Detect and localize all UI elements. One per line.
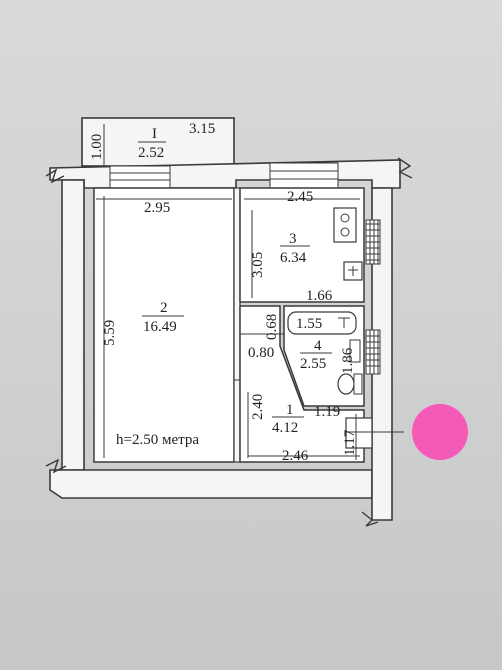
room3-length-label: 3.05 (250, 252, 266, 278)
window-room3 (269, 162, 339, 189)
room4-width-label: 1.66 (306, 288, 333, 304)
balcony-depth: 1.00 (89, 134, 105, 160)
room1-length-label: 1.17 (342, 429, 358, 456)
outer-wall-left (61, 179, 85, 471)
hall-niche (345, 417, 373, 449)
balcony-number: I (152, 126, 157, 142)
break-mark-right-bottom (361, 511, 379, 527)
room2-area: 16.49 (143, 319, 177, 335)
room4-depth-label: 1.86 (340, 347, 356, 374)
balcony-area: 2.52 (138, 145, 164, 161)
room-3 (239, 187, 365, 303)
room4-partition-label: 0.68 (264, 314, 280, 340)
partition-wall (233, 187, 241, 463)
outer-wall-bottom (49, 469, 373, 499)
room2-width-label: 2.95 (144, 200, 170, 216)
room4-area: 2.55 (300, 356, 326, 372)
toilet-icon (337, 373, 363, 395)
pink-dot-marker (412, 404, 468, 460)
vent-shaft-bath (365, 329, 381, 375)
break-mark-left-top (45, 168, 65, 184)
kitchen-sink-icon (343, 261, 363, 281)
room4-inner-label: 1.55 (296, 316, 322, 332)
room3-width-label: 2.45 (287, 189, 313, 205)
break-mark-left-bottom (45, 458, 67, 474)
washbasin-icon (349, 339, 361, 363)
vent-shaft-kitchen (365, 219, 381, 265)
outer-wall-right (371, 187, 393, 521)
window-room2 (109, 165, 171, 189)
balcony-length: 3.15 (189, 121, 215, 137)
room2-number: 2 (160, 300, 168, 316)
ceiling-height-note: h=2.50 метра (116, 432, 199, 448)
room3-area: 6.34 (280, 250, 307, 266)
dimension-lines (96, 124, 364, 460)
room1-number: 1 (286, 402, 294, 418)
balcony (81, 117, 235, 167)
room1-side-label: 2.40 (250, 394, 266, 420)
room4-number: 4 (314, 338, 322, 354)
room1-width-label: 1.19 (314, 404, 340, 420)
room3-number: 3 (289, 231, 297, 247)
stove-icon (333, 207, 357, 243)
room2-length-label: 5.59 (102, 320, 118, 346)
room1-bottom-label: 2.46 (282, 448, 309, 464)
room1-area: 4.12 (272, 420, 298, 436)
break-mark-right-top (397, 157, 413, 179)
door-gap-label: 0.80 (248, 345, 274, 361)
room-1 (239, 305, 365, 463)
bathtub-icon (287, 311, 357, 335)
